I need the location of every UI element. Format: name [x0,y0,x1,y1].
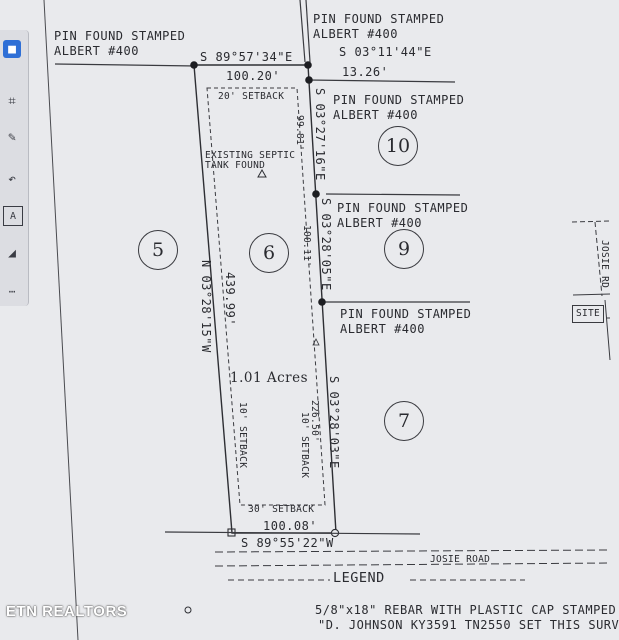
legend-line-1: 5/8"x18" REBAR WITH PLASTIC CAP STAMPED [315,603,617,617]
pin-9-label-2: ALBERT #400 [337,216,422,230]
legend-title: LEGEND [333,570,385,586]
pin-10-label-2: ALBERT #400 [333,108,418,122]
west-distance: 439.99' [223,272,237,327]
bottom-distance: 100.08' [263,519,318,533]
septic-label-1: EXISTING SEPTIC [205,150,296,161]
east-bearing-2: S 03°28'05"E [319,198,333,291]
setback-lines [206,87,326,506]
pin-label-top-right-2: ALBERT #400 [313,27,398,41]
brand-watermark: ETN REALTORS [6,603,128,620]
crop-icon[interactable]: ⌗ [8,93,16,109]
pin-10-label-1: PIN FOUND STAMPED [333,93,465,107]
josie-rd-label: JOSIE RD [599,240,610,289]
acreage-label: 1.01 Acres [230,370,309,386]
site-marker: SITE [572,305,605,323]
west-bearing: N 03°28'15"W [199,260,213,353]
top-distance: 100.20' [226,69,281,83]
east-distance-3: 226.50' [309,400,320,443]
top-bearing: S 89°57'34"E [200,50,293,64]
bottom-setback: 30' SETBACK [248,504,315,515]
right-top-bearing: S 03°11'44"E [339,45,432,59]
lot-5-circle: 5 [138,230,178,270]
east-bearing-3: S 03°28'03"E [327,376,341,469]
page-margin-line [43,0,79,640]
adjacent-line [299,0,306,63]
side-setback-left: 10' SETBACK [237,402,248,469]
pin-label-top-left-2: ALBERT #400 [54,44,139,58]
lasso-icon[interactable]: ↶ [8,171,16,187]
right-top-distance: 13.26' [342,65,389,79]
bottom-bearing: S 89°55'22"W [241,536,334,550]
top-setback: 20' SETBACK [218,91,285,102]
blue-square-icon[interactable]: ■ [3,40,21,58]
text-box-icon[interactable]: A [3,206,23,226]
septic-label-2: TANK FOUND [205,160,266,171]
lot-6-circle: 6 [249,233,289,273]
pin-7-label-1: PIN FOUND STAMPED [340,307,472,321]
pin-9-label-1: PIN FOUND STAMPED [337,201,469,215]
legend-line-2: "D. JOHNSON KY3591 TN2550 SET THIS SURV [318,618,619,632]
lot-9-circle: 9 [384,229,424,269]
east-bearing-1: S 03°27'16"E [313,88,327,181]
side-setback-right: 10' SETBACK [299,412,310,479]
east-distance-2: 100.11' [301,225,312,268]
lot-10-circle: 10 [378,126,418,166]
pen-icon[interactable]: ✎ [8,129,16,145]
pin-7-label-2: ALBERT #400 [340,322,425,336]
more-icon[interactable]: ⋯ [8,284,16,298]
fill-icon[interactable]: ◢ [8,245,16,261]
lot-7-circle: 7 [384,401,424,441]
josie-road-label: JOSIE ROAD [430,554,491,565]
annotation-toolbar: ■ ⌗ ✎ ↶ A ◢ ⋯ [0,30,29,306]
east-distance-1: 99.81' [294,115,305,152]
pin-label-top-left-1: PIN FOUND STAMPED [54,29,186,43]
pin-label-top-right-1: PIN FOUND STAMPED [313,12,445,26]
